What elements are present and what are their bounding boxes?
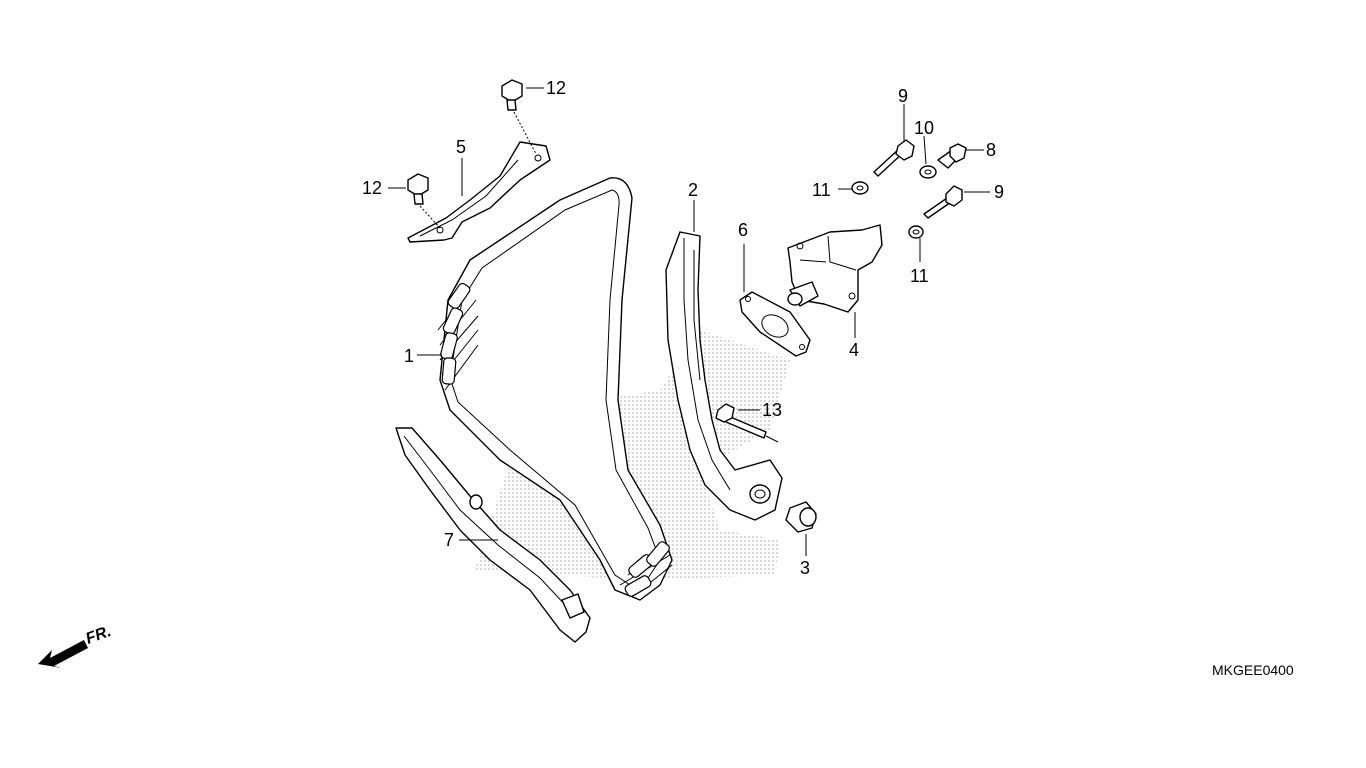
diagram-code: MKGEE0400 — [1212, 662, 1294, 678]
bolt-8 — [937, 143, 984, 169]
callout-9-upper: 9 — [898, 86, 908, 106]
callout-labels: 1 2 3 4 5 6 7 8 9 9 10 11 11 12 12 13 — [362, 78, 1004, 578]
callout-13: 13 — [762, 400, 782, 420]
washer-10 — [919, 135, 937, 179]
callout-3: 3 — [800, 558, 810, 578]
bolt-9-lower — [923, 185, 990, 219]
chain-guide — [395, 427, 591, 643]
cam-chain — [437, 177, 673, 601]
callout-8: 8 — [986, 140, 996, 160]
bolt-9-upper — [873, 104, 915, 177]
washer-11-lower — [908, 225, 924, 262]
collar — [785, 501, 817, 533]
callout-9-lower: 9 — [994, 182, 1004, 202]
bolt-12-lower — [407, 173, 441, 229]
callout-5: 5 — [456, 137, 466, 157]
front-arrow-icon — [38, 640, 88, 668]
washer-11-upper — [838, 181, 869, 195]
callout-12-upper: 12 — [546, 78, 566, 98]
tensioner-arm — [665, 231, 783, 521]
callout-12-lower: 12 — [362, 178, 382, 198]
callout-10: 10 — [914, 118, 934, 138]
gasket — [739, 291, 811, 357]
callout-6: 6 — [738, 220, 748, 240]
callout-1: 1 — [404, 346, 414, 366]
leader-lines — [388, 87, 856, 556]
bolt-12-upper — [501, 79, 537, 155]
callout-2: 2 — [688, 180, 698, 200]
callout-11-upper: 11 — [812, 180, 831, 200]
bolt-13 — [715, 403, 779, 443]
tensioner-lifter — [787, 224, 883, 313]
callout-11-lower: 11 — [910, 266, 929, 286]
callout-7: 7 — [444, 530, 454, 550]
callout-4: 4 — [849, 340, 859, 360]
guide-plate — [407, 141, 551, 243]
front-label: FR. — [84, 623, 114, 648]
